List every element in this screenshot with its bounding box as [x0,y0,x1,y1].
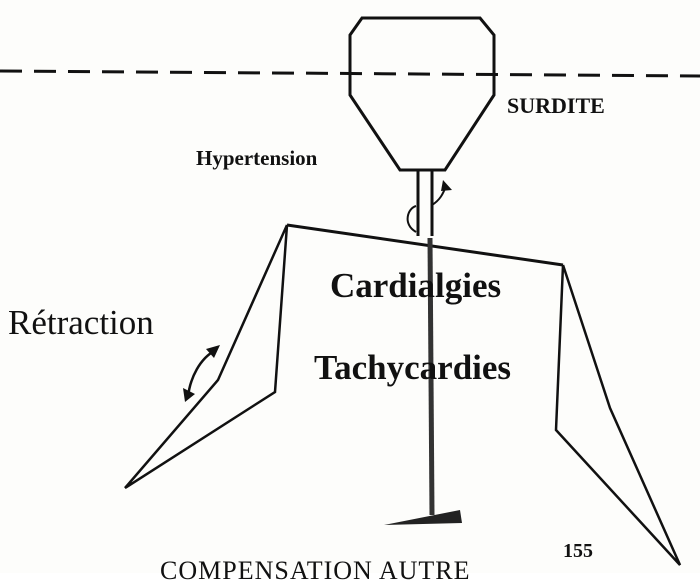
neck-curl-left-icon [408,206,416,232]
right-arm-outline [556,265,680,565]
head-shape [350,18,494,170]
cardialgies-label: Cardialgies [330,268,501,303]
retraction-arrow-icon [188,350,216,397]
retraction-label: Rétraction [8,305,154,340]
bottom-caption: COMPENSATION AUTRE [160,558,471,584]
neck-arrowhead-icon [441,180,452,191]
hypertension-label: Hypertension [196,148,317,169]
tachycardies-label: Tachycardies [314,350,511,385]
page-number: 155 [563,541,593,561]
figure-page: SURDITE Hypertension Rétraction Cardialg… [0,0,700,573]
base-wedge [384,510,462,525]
surdite-label: SURDITE [507,95,605,117]
shoulder-line [287,225,563,265]
